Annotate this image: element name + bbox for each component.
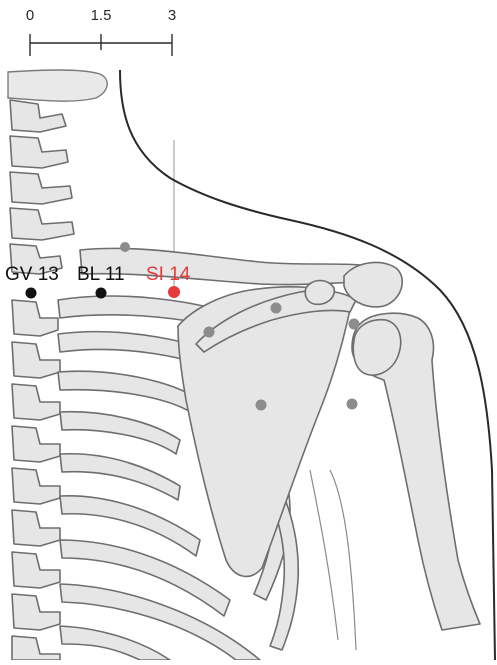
vertebra xyxy=(10,172,72,204)
vertebra xyxy=(10,208,74,240)
point-bl11 xyxy=(96,288,107,299)
label-bl11: BL 11 xyxy=(77,264,125,285)
vertebra xyxy=(12,552,60,588)
rib xyxy=(60,584,260,660)
label-gv13: GV 13 xyxy=(5,264,59,285)
label-si14: SI 14 xyxy=(146,264,191,285)
acupoint xyxy=(204,327,215,338)
acupoint xyxy=(271,303,282,314)
vertebra xyxy=(10,136,68,168)
rib xyxy=(58,371,200,414)
vertebra xyxy=(10,100,66,132)
scale-label-2: 3 xyxy=(168,7,176,24)
acupoint xyxy=(256,400,267,411)
vertebra xyxy=(12,510,60,546)
point-si14 xyxy=(168,286,180,298)
acupoint xyxy=(349,319,360,330)
rib xyxy=(60,454,180,500)
vertebra xyxy=(12,594,60,630)
skull-base xyxy=(8,70,107,101)
coracoid xyxy=(305,281,334,305)
point-gv13 xyxy=(26,288,37,299)
scale-bar: 0 1.5 3 xyxy=(26,7,176,56)
vertebra xyxy=(12,426,60,462)
rib xyxy=(60,412,180,454)
vertebra xyxy=(12,342,60,378)
vertebra xyxy=(12,300,58,336)
scale-label-1: 1.5 xyxy=(91,7,112,24)
vertebra xyxy=(12,636,60,660)
rib xyxy=(60,626,170,660)
vertebra xyxy=(12,384,60,420)
labeled-points: GV 13 BL 11 SI 14 xyxy=(5,264,191,299)
scale-label-0: 0 xyxy=(26,7,34,24)
acupoint xyxy=(347,399,358,410)
arm-inner-line xyxy=(310,470,338,640)
vertebra xyxy=(12,468,60,504)
acupoint xyxy=(120,242,130,252)
arm-inner-line-2 xyxy=(330,470,356,650)
